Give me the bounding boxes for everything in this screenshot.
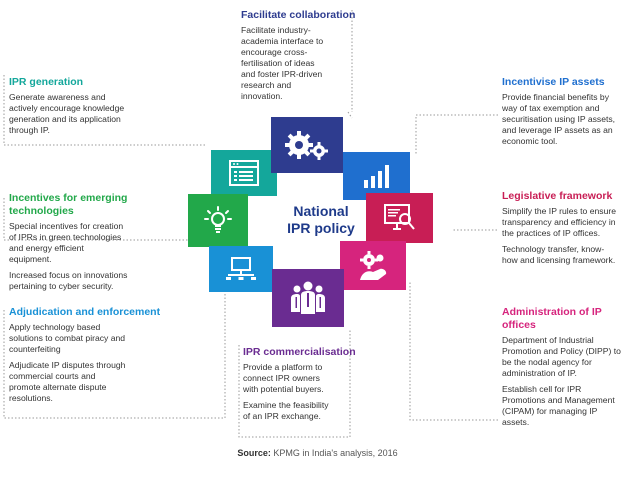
heading-commercialisation: IPR commercialisation <box>243 346 356 358</box>
monitor-search-icon <box>383 204 415 230</box>
body-legislative-1: Simplify the IP rules to ensure transpar… <box>502 206 617 238</box>
heading-adjudication: Adjudication and enforcement <box>9 306 161 318</box>
tile-emerging <box>188 194 248 247</box>
center-title: National IPR policy <box>287 203 355 236</box>
section-legislative: Legislative framework Simplify the IP ru… <box>502 190 632 266</box>
browser-window-icon <box>229 160 259 186</box>
section-adjudication: Adjudication and enforcement Apply techn… <box>9 306 169 404</box>
network-computer-icon <box>226 257 256 280</box>
body-incentivise-1: Provide financial benefits by way of tax… <box>502 92 616 146</box>
section-facilitate: Facilitate collaboration Facilitate indu… <box>241 9 361 102</box>
body-adjudication-1: Apply technology based solutions to comb… <box>9 322 126 354</box>
body-administration-2: Establish cell for IPR Promotions and Ma… <box>502 384 615 427</box>
source-label: Source: <box>237 448 271 458</box>
handshake-gear-icon <box>360 250 387 280</box>
tile-commercialisation <box>272 269 344 327</box>
heading-incentivise: Incentivise IP assets <box>502 76 605 88</box>
bar-chart-icon <box>363 165 389 188</box>
section-administration: Administration of IP offices Department … <box>502 306 632 428</box>
tile-generation <box>211 150 277 196</box>
heading-generation: IPR generation <box>9 76 84 88</box>
source-text: KPMG in India's analysis, 2016 <box>273 448 398 458</box>
body-commercialisation-2: Examine the feasibility of an IPR exchan… <box>243 400 329 421</box>
connector-commercialisation <box>238 330 351 438</box>
tile-legislative <box>366 193 433 243</box>
section-commercialisation: IPR commercialisation Provide a platform… <box>243 346 358 422</box>
heading-emerging: Incentives for emerging technologies <box>9 192 128 217</box>
body-administration-1: Department of Industrial Promotion and P… <box>502 335 621 378</box>
connector-emerging <box>3 198 188 241</box>
connector-generation <box>3 75 205 146</box>
connector-administration <box>409 282 498 421</box>
heading-administration: Administration of IP offices <box>502 306 602 331</box>
connector-facilitate-tick <box>347 111 353 119</box>
body-facilitate-1: Facilitate industry- academia interface … <box>241 25 324 101</box>
body-adjudication-2: Adjudicate IP disputes through commercia… <box>9 360 126 403</box>
tile-incentivise <box>343 152 410 200</box>
section-generation: IPR generation Generate awareness and ac… <box>9 76 169 136</box>
people-group-icon <box>291 281 325 314</box>
tile-facilitate <box>271 117 343 173</box>
body-emerging-2: Increased focus on innovations pertainin… <box>9 270 128 291</box>
body-generation-1: Generate awareness and actively encourag… <box>9 92 125 135</box>
connector-incentivise <box>415 114 498 154</box>
body-commercialisation-1: Provide a platform to connect IPR owners… <box>243 362 324 394</box>
tile-administration <box>340 241 406 290</box>
gears-icon <box>285 131 328 160</box>
body-legislative-2: Technology transfer, know- how and licen… <box>502 244 616 265</box>
section-emerging: Incentives for emerging technologies Spe… <box>9 192 189 292</box>
source-note: Source: KPMG in India's analysis, 2016 <box>0 448 635 458</box>
heading-facilitate: Facilitate collaboration <box>241 9 356 21</box>
connector-adjudication <box>3 292 226 419</box>
section-incentivise: Incentivise IP assets Provide financial … <box>502 76 632 147</box>
heading-legislative: Legislative framework <box>502 190 613 202</box>
lightbulb-icon <box>204 205 232 233</box>
body-emerging-1: Special incentives for creation of IPRs … <box>9 221 124 264</box>
tile-adjudication <box>209 246 273 292</box>
